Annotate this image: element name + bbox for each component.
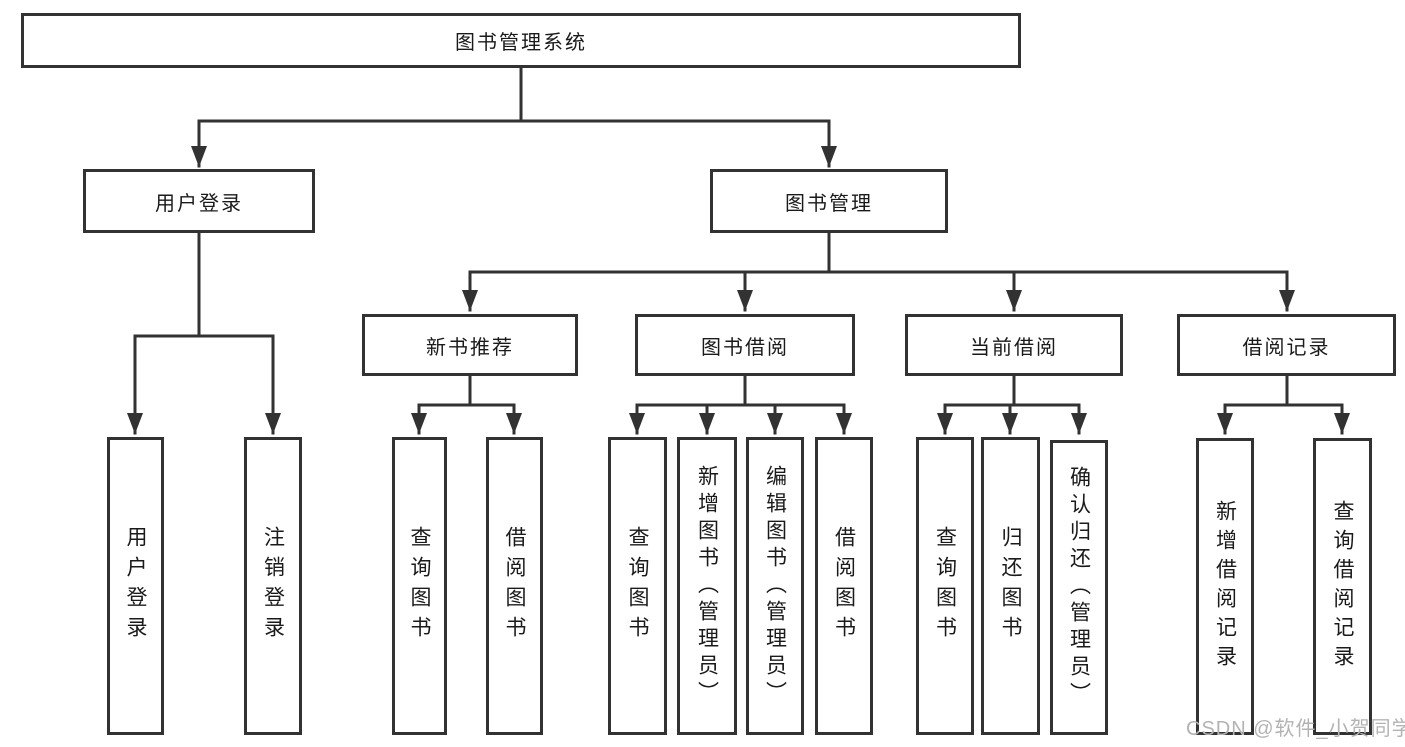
- leaf-br-add-borrow-record: 新增借阅记录: [1196, 438, 1254, 735]
- csdn-watermark: CSDN @软件_小贺同学: [1186, 718, 1405, 740]
- node-book-management: 图书管理: [710, 169, 948, 233]
- node-user-login: 用户登录: [83, 169, 315, 233]
- leaf-cb-return-books: 归还图书: [981, 437, 1040, 735]
- leaf-br-query-borrow-record: 查询借阅记录: [1313, 438, 1372, 735]
- node-borrow-records: 借阅记录: [1177, 314, 1396, 376]
- leaf-bb-edit-book-admin: 编辑图书（管理员）: [746, 437, 804, 735]
- node-root-system: 图书管理系统: [21, 13, 1021, 68]
- leaf-bb-query-books: 查询图书: [608, 437, 667, 735]
- leaf-nb-query-books: 查询图书: [392, 437, 447, 735]
- leaf-nb-borrow-books: 借阅图书: [486, 437, 543, 735]
- leaf-cb-query-books: 查询图书: [916, 437, 974, 735]
- leaf-bb-add-book-admin: 新增图书（管理员）: [677, 437, 737, 735]
- leaf-cb-confirm-return-admin: 确认归还（管理员）: [1050, 440, 1108, 735]
- node-new-book-recommend: 新书推荐: [362, 314, 578, 376]
- leaf-logout-login: 注销登录: [244, 437, 302, 735]
- leaf-user-login: 用户登录: [107, 437, 164, 735]
- node-current-borrow: 当前借阅: [905, 314, 1123, 376]
- leaf-bb-borrow-books: 借阅图书: [815, 437, 873, 735]
- node-book-borrow: 图书借阅: [635, 314, 855, 376]
